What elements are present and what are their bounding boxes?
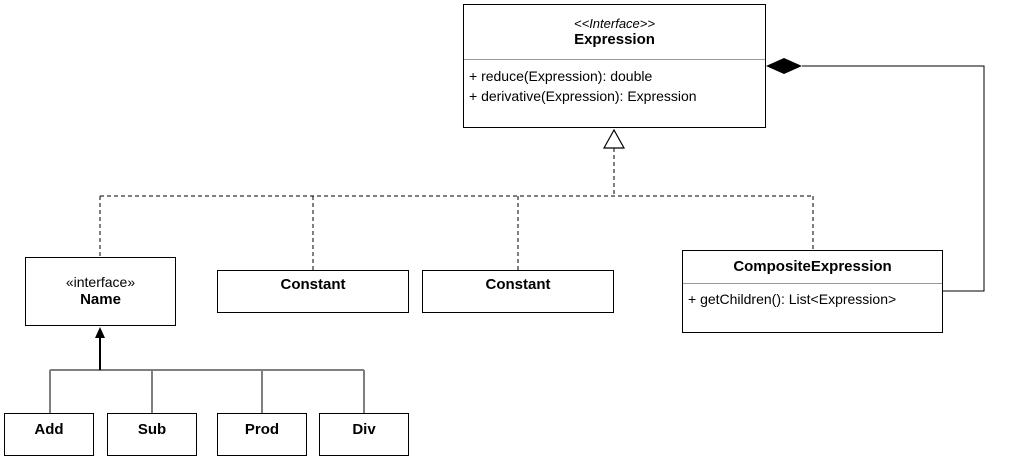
composite-expression-class[interactable]: CompositeExpression + getChildren(): Lis… (682, 250, 943, 333)
add-name: Add (34, 421, 64, 438)
expression-header: <<Interface>> Expression (464, 5, 765, 59)
method-get-children: + getChildren(): List<Expression> (688, 291, 897, 307)
name-name: Name (80, 291, 121, 308)
composition-line (802, 65, 985, 292)
prod-class[interactable]: Prod (217, 413, 307, 456)
method-derivative: + derivative(Expression): Expression (469, 88, 697, 104)
composite-header: CompositeExpression (683, 251, 942, 283)
name-stereotype: «interface» (65, 274, 136, 290)
name-header: «interface» Name (26, 258, 175, 325)
expression-methods: + reduce(Expression): double + derivativ… (464, 59, 765, 127)
add-class[interactable]: Add (4, 413, 94, 456)
expression-name: Expression (574, 30, 655, 48)
constant-b-header: Constant (423, 271, 613, 299)
method-reduce: + reduce(Expression): double (469, 68, 653, 84)
constant-a-name: Constant (280, 276, 346, 293)
generalization-arrowhead (95, 327, 105, 338)
expression-class[interactable]: <<Interface>> Expression + reduce(Expres… (463, 4, 766, 128)
div-class[interactable]: Div (319, 413, 409, 456)
realization-arrowhead (602, 128, 626, 149)
expression-stereotype: <<Interface>> (574, 15, 655, 31)
composition-diamond (766, 58, 802, 74)
prod-name: Prod (244, 421, 280, 438)
composite-methods: + getChildren(): List<Expression> (683, 283, 942, 332)
composite-name: CompositeExpression (733, 258, 892, 275)
constant-a-header: Constant (218, 271, 408, 299)
constant-class-b[interactable]: Constant (422, 270, 614, 313)
constant-class-a[interactable]: Constant (217, 270, 409, 313)
name-interface-class[interactable]: «interface» Name (25, 257, 176, 326)
constant-b-name: Constant (485, 276, 551, 293)
div-name: Div (352, 421, 376, 438)
sub-name: Sub (137, 421, 167, 438)
sub-class[interactable]: Sub (107, 413, 197, 456)
